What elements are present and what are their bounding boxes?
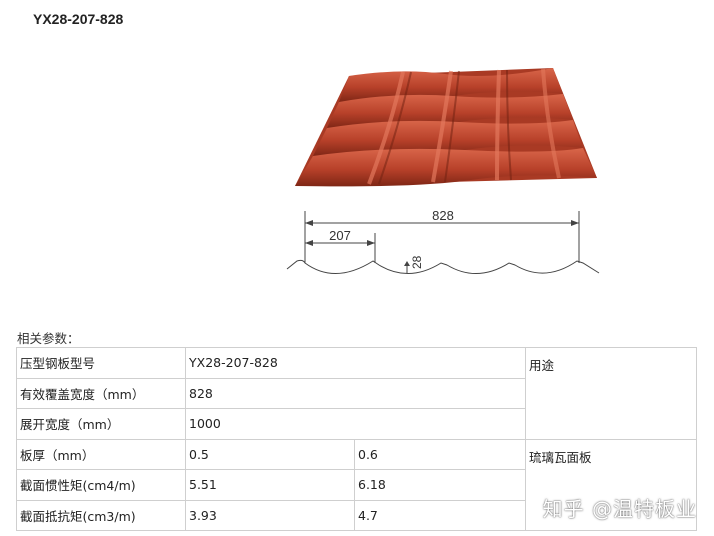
table-row: 截面抵抗矩(cm3/m) 3.93 4.7 bbox=[16, 499, 697, 531]
tile-sheet-shape bbox=[295, 68, 597, 187]
cell-value: 0.6 bbox=[354, 438, 526, 470]
cell-label: 有效覆盖宽度（mm） bbox=[16, 377, 186, 409]
cell-label: 压型钢板型号 bbox=[16, 347, 186, 379]
dimension-total-label: 828 bbox=[432, 208, 454, 223]
params-caption: 相关参数： bbox=[17, 331, 80, 346]
cell-value: 5.51 bbox=[185, 469, 355, 501]
profile-line bbox=[286, 259, 600, 274]
product-photo bbox=[295, 68, 597, 187]
cell-value: YX28-207-828 bbox=[185, 347, 526, 379]
cell-value: 4.7 bbox=[354, 499, 526, 531]
cell-value: 0.5 bbox=[185, 438, 355, 470]
product-title: YX28-207-828 bbox=[33, 11, 124, 27]
table-row: 压型钢板型号 YX28-207-828 用途 bbox=[16, 347, 697, 440]
spec-table: 压型钢板型号 YX28-207-828 用途 有效覆盖宽度（mm） 828 展开… bbox=[16, 347, 697, 531]
cell-value: 3.93 bbox=[185, 499, 355, 531]
dimension-height-label: 28 bbox=[410, 255, 424, 269]
watermark: 知乎 @温特板业 bbox=[542, 497, 697, 521]
cell-value: 6.18 bbox=[354, 469, 526, 501]
usage-value: 琉璃瓦面板 bbox=[525, 438, 697, 531]
cell-value: 1000 bbox=[185, 408, 526, 440]
cell-label: 板厚（mm） bbox=[16, 438, 186, 470]
cell-value: 828 bbox=[185, 377, 526, 409]
cell-label: 截面惯性矩(cm4/m) bbox=[16, 469, 186, 501]
dimension-pitch-label: 207 bbox=[329, 228, 351, 243]
table-row: 板厚（mm） 0.5 0.6 琉璃瓦面板 bbox=[16, 438, 697, 531]
table-row: 展开宽度（mm） 1000 bbox=[16, 408, 697, 440]
usage-header: 用途 bbox=[525, 347, 697, 440]
cell-label: 展开宽度（mm） bbox=[16, 408, 186, 440]
profile-drawing: 828 207 28 bbox=[286, 208, 600, 274]
cell-label: 截面抵抗矩(cm3/m) bbox=[16, 499, 186, 531]
